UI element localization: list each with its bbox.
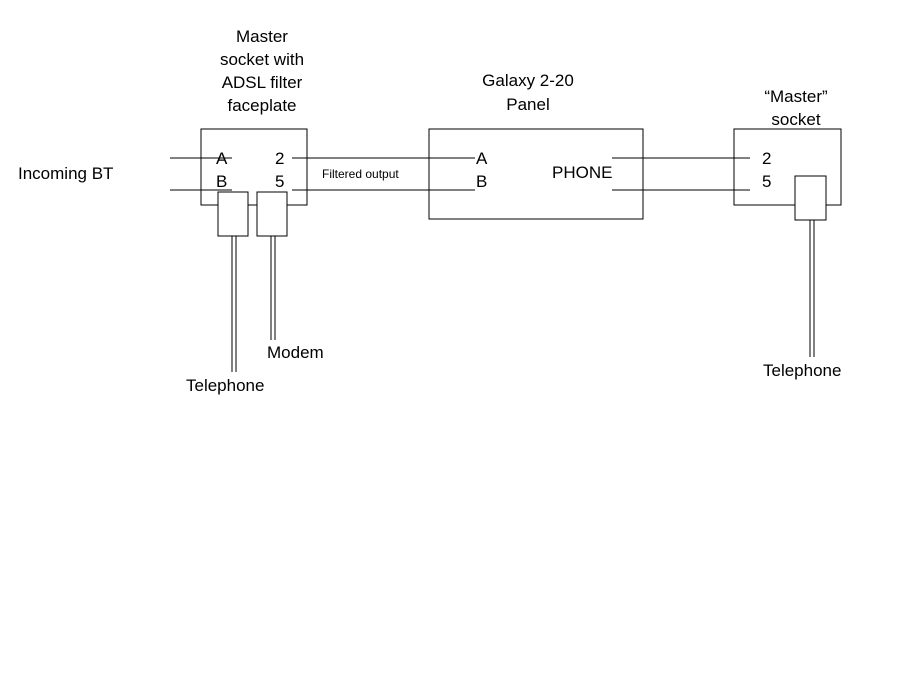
master-terminal-2: 2 [275,149,284,168]
panel-title-line-1: Galaxy 2-20 [482,71,574,90]
master-terminal-b: B [216,172,227,191]
extension-terminal-5: 5 [762,172,771,191]
telephone-left-label: Telephone [186,376,264,395]
extension-socket-title-line-2: socket [771,110,820,129]
master-socket-title-line-2: socket with [220,50,304,69]
master-socket-title-line-4: faceplate [228,96,297,115]
galaxy-panel-box [428,128,644,220]
master-socket-title-line-1: Master [236,27,288,46]
modem-label: Modem [267,343,324,362]
panel-terminal-a: A [476,149,488,168]
master-terminal-5: 5 [275,172,284,191]
master-socket-title-line-3: ADSL filter [222,73,303,92]
master-terminal-a: A [216,149,228,168]
filtered-output-label: Filtered output [322,167,399,181]
modem-plug-box [256,191,288,237]
panel-phone-label: PHONE [552,163,612,182]
telephone-right-label: Telephone [763,361,841,380]
extension-socket-title-line-1: “Master” [764,87,828,106]
extension-telephone-plug-box [794,175,827,221]
telephone-plug-box [217,191,249,237]
incoming-bt-label: Incoming BT [18,164,113,183]
panel-terminal-b: B [476,172,487,191]
extension-terminal-2: 2 [762,149,771,168]
panel-title-line-2: Panel [506,95,549,114]
